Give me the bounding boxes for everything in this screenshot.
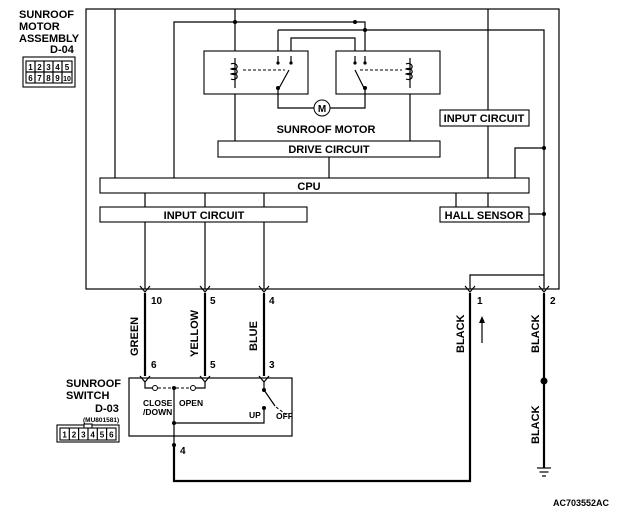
- relay-left: [203, 50, 309, 95]
- d04-pin-10: 10: [63, 76, 71, 83]
- switch-contacts: [144, 382, 289, 447]
- wire-blue-label: BLUE: [248, 321, 260, 351]
- assembly-connector-pins: [139, 285, 550, 293]
- wire-green-label: GREEN: [129, 317, 141, 356]
- assembly-pin-5: 5: [210, 296, 216, 307]
- switch-pin-4: 4: [180, 446, 186, 457]
- input-circuit-right-label: INPUT CIRCUIT: [444, 113, 525, 125]
- d04-pin-2: 2: [37, 63, 42, 72]
- d03-pin-5: 5: [100, 431, 105, 440]
- d04-pin-3: 3: [46, 63, 51, 72]
- switch-up-label: UP: [249, 410, 261, 420]
- switch-close-label-2: /DOWN: [143, 407, 172, 417]
- switch-pin-3: 3: [269, 360, 275, 371]
- figure-code: AC703552AC: [553, 498, 610, 508]
- ground-icon: [537, 467, 551, 477]
- motor-assembly-title-line2: MOTOR: [19, 21, 60, 33]
- wire-black-1-label: BLACK: [455, 314, 467, 353]
- d03-pin-2: 2: [72, 431, 77, 440]
- assembly-pin-1: 1: [477, 296, 483, 307]
- switch-pin-5: 5: [210, 360, 216, 371]
- switch-pin-6: 6: [151, 360, 157, 371]
- assembly-pin-4: 4: [269, 296, 275, 307]
- switch-open-label: OPEN: [179, 398, 203, 408]
- switch-connector-pins: [139, 375, 270, 383]
- current-arrow-icon: [479, 316, 485, 343]
- relay-right: [335, 50, 441, 95]
- switch-title-line1: SUNROOF: [66, 378, 121, 390]
- sunroof-switch-frame: [128, 377, 293, 437]
- d04-pin-5: 5: [65, 63, 70, 72]
- d04-pin-7: 7: [37, 74, 42, 83]
- d04-pin-8: 8: [46, 74, 51, 83]
- cpu-label: CPU: [297, 181, 320, 193]
- cpu-box: [99, 177, 530, 194]
- d03-pin-6: 6: [109, 431, 114, 440]
- switch-part-number: (MU801581): [83, 417, 119, 424]
- motor-assembly-frame: [85, 8, 560, 290]
- switch-connector: D-03: [95, 403, 119, 415]
- connector-d04-face: 1 2 3 4 5 6 7 8 9 10: [22, 56, 76, 88]
- connector-d03-face: 1 2 3 4 5 6: [56, 423, 120, 443]
- d04-pin-4: 4: [55, 63, 60, 72]
- wire-black-3-label: BLACK: [530, 405, 542, 444]
- assembly-pin-2: 2: [550, 296, 556, 307]
- svg-text:M: M: [318, 104, 326, 115]
- assembly-pin-10: 10: [151, 296, 163, 307]
- hall-sensor-label: HALL SENSOR: [445, 210, 524, 222]
- motor-symbol: M: [313, 99, 331, 117]
- motor-assembly-title-line3: ASSEMBLY: [19, 33, 80, 45]
- d04-pin-1: 1: [28, 63, 33, 72]
- drive-circuit-label: DRIVE CIRCUIT: [288, 144, 370, 156]
- d03-pin-1: 1: [62, 431, 67, 440]
- motor-assembly-title-line1: SUNROOF: [19, 9, 74, 21]
- wire-yellow-label: YELLOW: [189, 309, 201, 357]
- input-circuit-right-box: [439, 109, 530, 127]
- relay-left-coil: [229, 58, 238, 88]
- d03-pin-3: 3: [81, 431, 86, 440]
- d04-pin-6: 6: [28, 74, 33, 83]
- d04-pin-9: 9: [55, 74, 60, 83]
- switch-off-label: OFF: [276, 411, 293, 421]
- sunroof-motor-label: SUNROOF MOTOR: [277, 124, 376, 136]
- input-circuit-left-label: INPUT CIRCUIT: [164, 210, 245, 222]
- switch-close-label-1: CLOSE: [143, 398, 173, 408]
- input-circuit-left-box: [99, 206, 308, 223]
- wire-black-2-label: BLACK: [530, 314, 542, 353]
- relay-right-coil: [404, 58, 413, 88]
- d03-pin-4: 4: [90, 431, 95, 440]
- switch-title-line2: SWITCH: [66, 390, 109, 402]
- motor-assembly-connector: D-04: [50, 44, 75, 56]
